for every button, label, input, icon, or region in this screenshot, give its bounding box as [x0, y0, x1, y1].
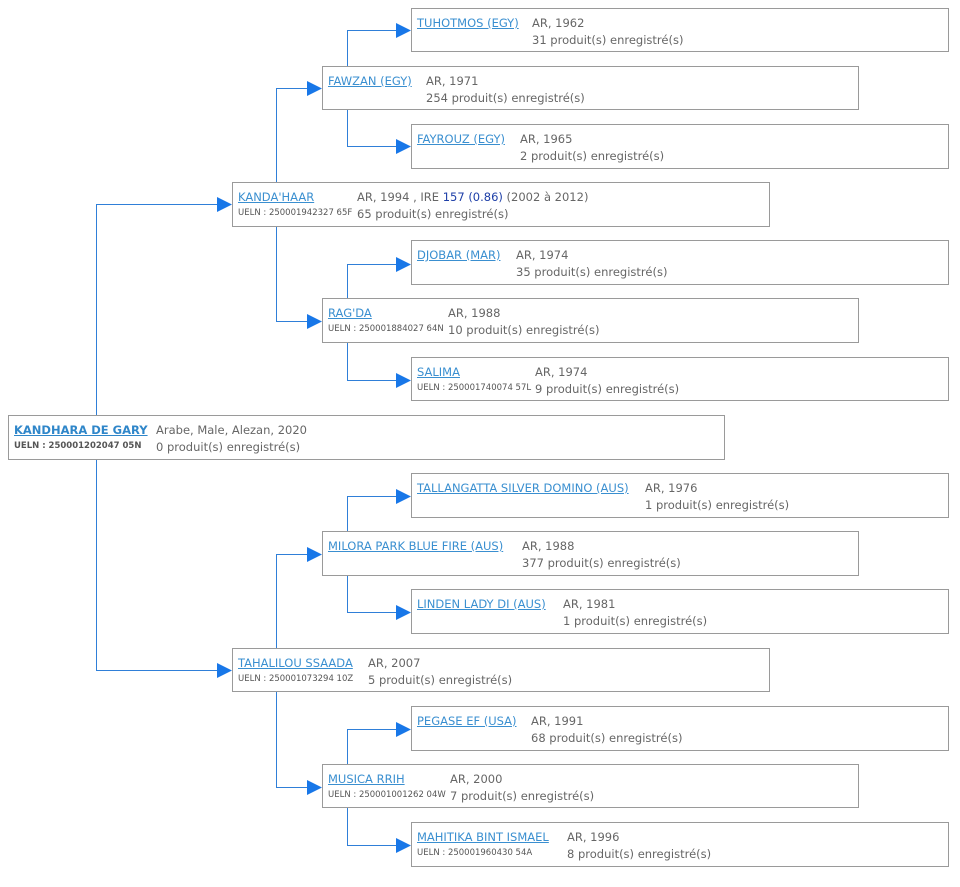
horse-info-dds: AR, 1991 [531, 714, 584, 728]
horse-name-link-ssd[interactable]: FAYROUZ (EGY) [417, 132, 505, 146]
horse-card-ddd: MAHITIKA BINT ISMAEL UELN : 250001960430… [411, 822, 949, 867]
horse-info-root: Arabe, Male, Alezan, 2020 [156, 423, 307, 437]
horse-card-sss: TUHOTMOS (EGY) AR, 1962 31 produit(s) en… [411, 8, 949, 52]
horse-card-dds: PEGASE EF (USA) AR, 1991 68 produit(s) e… [411, 706, 949, 751]
horse-products-sss: 31 produit(s) enregistré(s) [532, 33, 684, 47]
horse-info-ds: AR, 1988 [522, 539, 575, 553]
horse-info-sdd: AR, 1974 [535, 365, 588, 379]
horse-card-dam: TAHALILOU SSAADA UELN : 250001073294 10Z… [232, 648, 770, 692]
horse-products-ddd: 8 produit(s) enregistré(s) [567, 847, 712, 861]
horse-card-sds: DJOBAR (MAR) AR, 1974 35 produit(s) enre… [411, 240, 949, 285]
horse-products-dds: 68 produit(s) enregistré(s) [531, 731, 683, 745]
ueln-sd: UELN : 250001884027 64N [328, 324, 444, 334]
horse-name-link-ss[interactable]: FAWZAN (EGY) [328, 74, 412, 88]
horse-products-ssd: 2 produit(s) enregistré(s) [520, 149, 665, 163]
horse-info-dss: AR, 1976 [645, 481, 698, 495]
ueln-ddd: UELN : 250001960430 54A [417, 848, 533, 858]
horse-name-link-ds[interactable]: MILORA PARK BLUE FIRE (AUS) [328, 539, 504, 553]
horse-products-ds: 377 produit(s) enregistré(s) [522, 556, 681, 570]
horse-products-dd: 7 produit(s) enregistré(s) [450, 789, 595, 803]
horse-card-sire: KANDA'HAAR UELN : 250001942327 65F AR, 1… [232, 182, 770, 227]
ueln-sire: UELN : 250001942327 65F [238, 208, 353, 218]
horse-name-link-root[interactable]: KANDHARA DE GARY [14, 423, 148, 437]
horse-products-sds: 35 produit(s) enregistré(s) [516, 265, 668, 279]
horse-products-dss: 1 produit(s) enregistré(s) [645, 498, 790, 512]
horse-card-sd: RAG'DA UELN : 250001884027 64N AR, 1988 … [322, 298, 859, 343]
horse-card-dss: TALLANGATTA SILVER DOMINO (AUS) AR, 1976… [411, 473, 949, 518]
horse-card-dsd: LINDEN LADY DI (AUS) AR, 1981 1 produit(… [411, 589, 949, 634]
horse-card-root: KANDHARA DE GARY UELN : 250001202047 05N… [8, 415, 725, 460]
horse-name-link-ddd[interactable]: MAHITIKA BINT ISMAEL [417, 830, 549, 844]
horse-info-sss: AR, 1962 [532, 16, 585, 30]
horse-products-dam: 5 produit(s) enregistré(s) [368, 673, 513, 687]
horse-products-dsd: 1 produit(s) enregistré(s) [563, 614, 708, 628]
horse-card-sdd: SALIMA UELN : 250001740074 57L AR, 1974 … [411, 357, 949, 401]
horse-products-root: 0 produit(s) enregistré(s) [156, 440, 301, 454]
horse-name-link-sds[interactable]: DJOBAR (MAR) [417, 248, 501, 262]
horse-name-link-dds[interactable]: PEGASE EF (USA) [417, 714, 517, 728]
horse-name-link-dam[interactable]: TAHALILOU SSAADA [238, 656, 353, 670]
horse-card-ds: MILORA PARK BLUE FIRE (AUS) AR, 1988 377… [322, 531, 859, 576]
ire-value: 157 (0.86) [442, 190, 503, 204]
horse-products-sdd: 9 produit(s) enregistré(s) [535, 382, 680, 396]
horse-info-sire: AR, 1994 , IRE 157 (0.86) (2002 à 2012) [357, 190, 589, 204]
horse-name-link-sss[interactable]: TUHOTMOS (EGY) [417, 16, 519, 30]
horse-name-link-dsd[interactable]: LINDEN LADY DI (AUS) [417, 597, 546, 611]
ueln-root: UELN : 250001202047 05N [14, 441, 142, 451]
horse-info-ss: AR, 1971 [426, 74, 479, 88]
horse-name-link-dd[interactable]: MUSICA RRIH [328, 772, 405, 786]
horse-info-sd: AR, 1988 [448, 306, 501, 320]
horse-info-sds: AR, 1974 [516, 248, 569, 262]
horse-name-link-sire[interactable]: KANDA'HAAR [238, 190, 315, 204]
ueln-dd: UELN : 250001001262 04W [328, 790, 446, 800]
horse-card-ssd: FAYROUZ (EGY) AR, 1965 2 produit(s) enre… [411, 124, 949, 169]
horse-info-ddd: AR, 1996 [567, 830, 620, 844]
horse-products-sire: 65 produit(s) enregistré(s) [357, 207, 509, 221]
ueln-dam: UELN : 250001073294 10Z [238, 674, 354, 684]
horse-info-dam: AR, 2007 [368, 656, 421, 670]
horse-name-link-dss[interactable]: TALLANGATTA SILVER DOMINO (AUS) [417, 481, 629, 495]
horse-card-ss: FAWZAN (EGY) AR, 1971 254 produit(s) enr… [322, 66, 859, 110]
horse-info-dsd: AR, 1981 [563, 597, 616, 611]
horse-products-sd: 10 produit(s) enregistré(s) [448, 323, 600, 337]
horse-info-dd: AR, 2000 [450, 772, 503, 786]
horse-name-link-sdd[interactable]: SALIMA [417, 365, 460, 379]
ueln-sdd: UELN : 250001740074 57L [417, 383, 532, 393]
horse-info-ssd: AR, 1965 [520, 132, 573, 146]
horse-card-dd: MUSICA RRIH UELN : 250001001262 04W AR, … [322, 764, 859, 808]
horse-products-ss: 254 produit(s) enregistré(s) [426, 91, 585, 105]
horse-name-link-sd[interactable]: RAG'DA [328, 306, 372, 320]
